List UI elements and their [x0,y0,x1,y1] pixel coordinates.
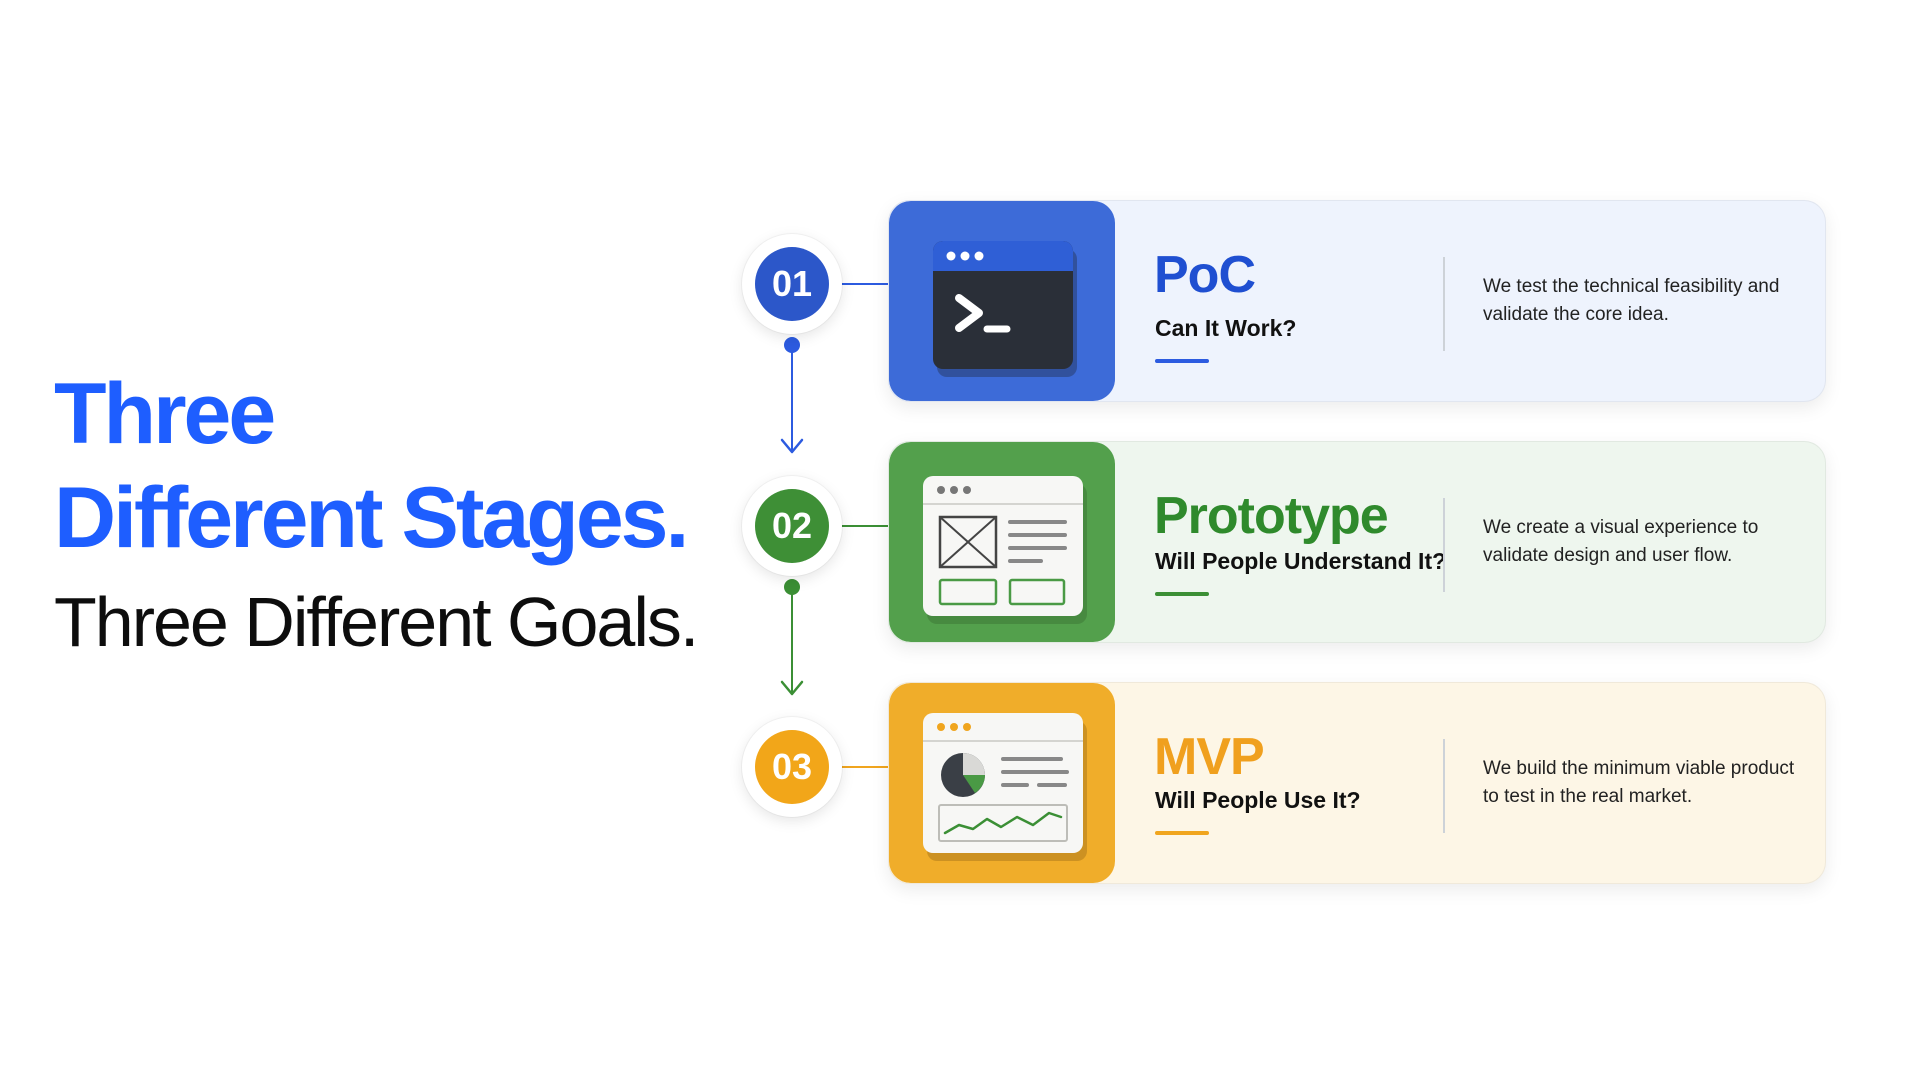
terminal-window-icon [933,241,1077,377]
stage-description-poc: We test the technical feasibility and va… [1483,276,1780,325]
stage-question-prototype: Will People Understand It? [1155,548,1447,574]
step-badge-02: 02 [742,476,842,576]
stage-underline-mvp [1155,831,1209,835]
stage-title-prototype: Prototype [1154,487,1389,545]
stage-divider-mvp [1443,739,1445,833]
step-badge-03: 03 [742,717,842,817]
stage-card-mvp: MVP Will People Use It? We build the min… [888,682,1826,884]
icon-panel-poc [889,201,1115,401]
stage-underline-poc [1155,359,1209,363]
stage-description-prototype: We create a visual experience to validat… [1483,517,1759,566]
stage-divider-poc [1443,257,1445,351]
stage-card-poc: PoC Can It Work? We test the technical f… [888,200,1826,402]
icon-panel-mvp [889,683,1115,883]
step-badge-01: 01 [742,234,842,334]
stage-title-poc: PoC [1154,246,1256,304]
headline-line-2: Different Stages. [54,470,689,566]
stage-description-mvp: We build the minimum viable product to t… [1483,758,1795,807]
headline-line-3: Three Different Goals. [54,583,699,661]
headline-line-1: Three [54,366,276,462]
stage-title-mvp: MVP [1154,728,1265,786]
step-number-01: 01 [755,247,829,321]
step-number-03: 03 [755,730,829,804]
dashboard-window-icon [923,713,1087,861]
wireframe-window-icon [923,476,1087,624]
down-arrow-02-03 [780,579,804,696]
step-number-02: 02 [755,489,829,563]
stage-card-prototype: Prototype Will People Understand It? We … [888,441,1826,643]
stage-underline-prototype [1155,592,1209,596]
stage-question-mvp: Will People Use It? [1155,787,1361,813]
stage-question-poc: Can It Work? [1155,315,1297,341]
headline: Three Different Stages. Three Different … [54,362,734,672]
down-arrow-01-02 [780,337,804,454]
stage-divider-prototype [1443,498,1445,592]
icon-panel-prototype [889,442,1115,642]
